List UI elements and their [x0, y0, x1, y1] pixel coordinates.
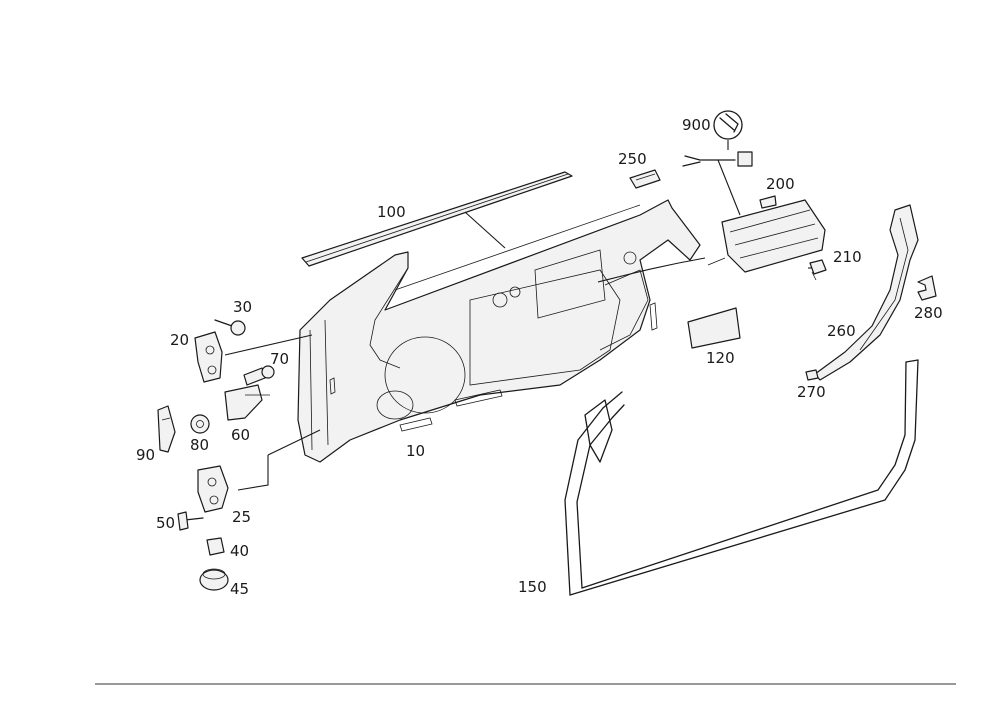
part-50-bolt[interactable] — [177, 511, 204, 531]
callout-20: 20 — [170, 331, 189, 349]
callout-250: 250 — [618, 150, 647, 168]
callout-270: 270 — [797, 383, 826, 401]
part-900-tool[interactable] — [682, 110, 753, 167]
part-40-nut[interactable] — [206, 537, 225, 556]
part-120-pad[interactable] — [687, 307, 741, 349]
part-80-nut[interactable] — [190, 414, 210, 434]
callout-50: 50 — [156, 514, 175, 532]
callout-900: 900 — [682, 116, 711, 134]
callout-25: 25 — [232, 508, 251, 526]
callout-200: 200 — [766, 175, 795, 193]
callout-150: 150 — [518, 578, 547, 596]
callout-60: 60 — [231, 426, 250, 444]
part-200-control-unit[interactable] — [707, 195, 826, 273]
part-90-door-stop[interactable] — [157, 405, 176, 453]
callout-30: 30 — [233, 298, 252, 316]
part-270-clip[interactable] — [805, 369, 819, 381]
part-30-bolt[interactable] — [214, 319, 246, 336]
part-150-door-seal[interactable] — [564, 359, 919, 596]
callout-80: 80 — [190, 436, 209, 454]
callout-260: 260 — [827, 322, 856, 340]
callout-90: 90 — [136, 446, 155, 464]
part-260-trim-strip[interactable] — [814, 204, 919, 381]
part-250-cap[interactable] — [629, 169, 661, 189]
part-280-bracket[interactable] — [917, 275, 937, 301]
part-70-bolt[interactable] — [243, 365, 275, 386]
part-60-check-strap[interactable] — [224, 384, 270, 421]
part-45-grommet[interactable] — [199, 568, 229, 591]
callout-40: 40 — [230, 542, 249, 560]
part-210-clip[interactable] — [809, 259, 827, 281]
callout-45: 45 — [230, 580, 249, 598]
part-25-lower-hinge[interactable] — [197, 465, 229, 513]
part-100-belt-strip[interactable] — [301, 171, 573, 267]
callout-120: 120 — [706, 349, 735, 367]
callout-70: 70 — [270, 350, 289, 368]
callout-labels: 10 20 25 30 40 45 50 60 70 80 90 100 120… — [136, 116, 943, 598]
callout-280: 280 — [914, 304, 943, 322]
callout-100: 100 — [377, 203, 406, 221]
callout-10: 10 — [406, 442, 425, 460]
callout-210: 210 — [833, 248, 862, 266]
part-20-upper-hinge[interactable] — [194, 331, 223, 383]
